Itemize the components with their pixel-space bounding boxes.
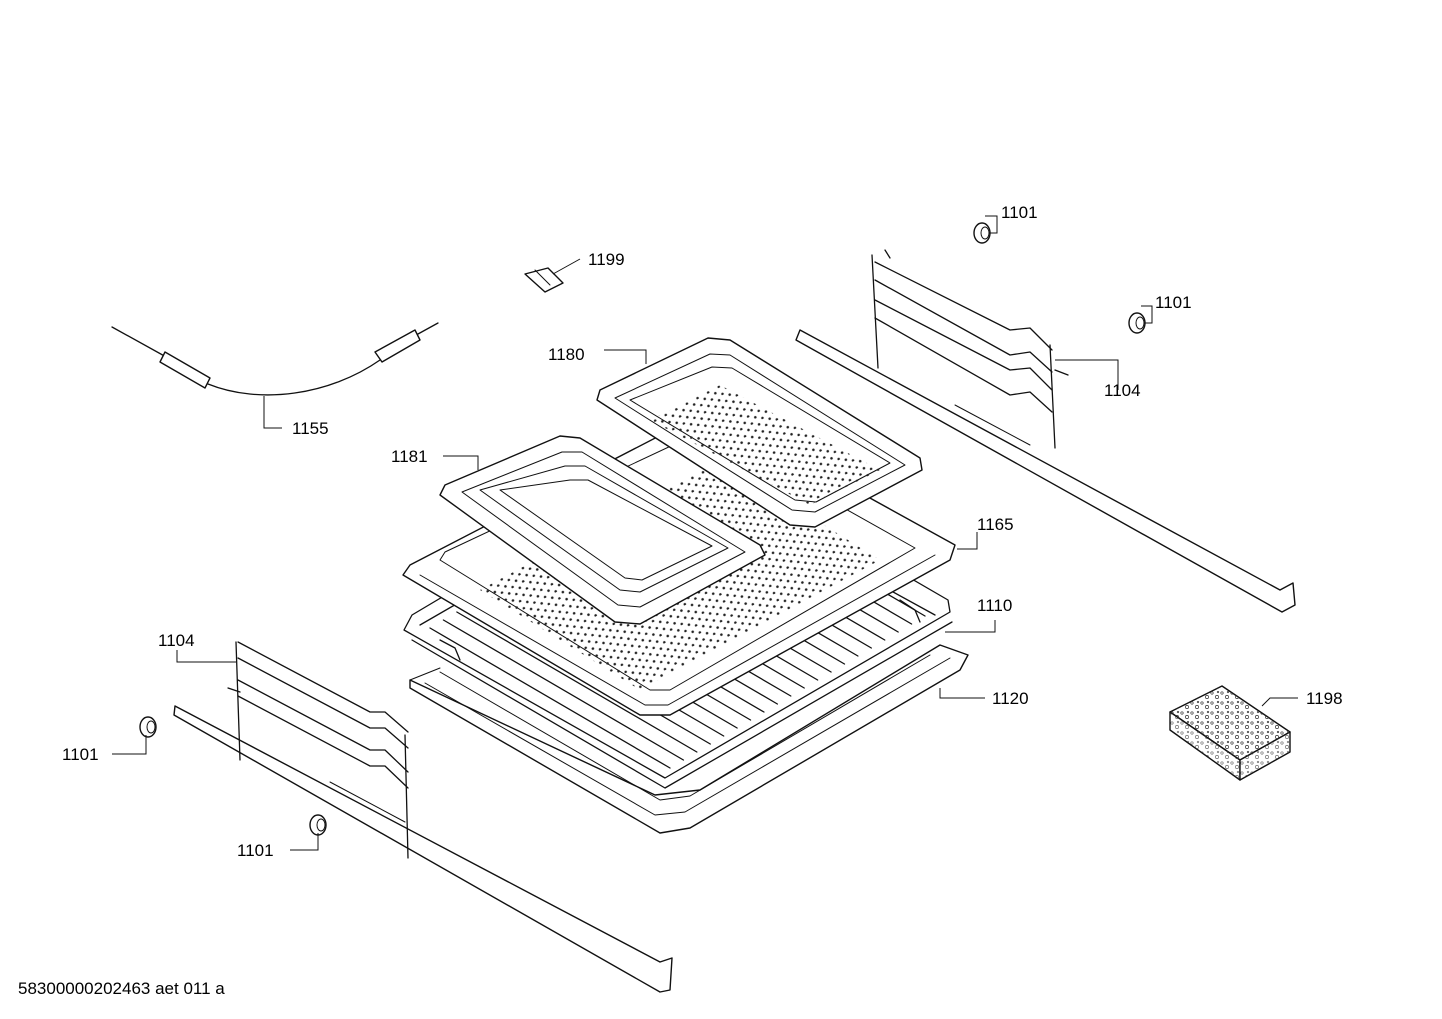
callout-1101-bottom: 1101 [237,841,274,860]
baking-tray-1120 [409,644,969,834]
perforated-container-1180 [596,337,923,528]
callout-1120: 1120 [992,689,1029,708]
meat-probe-1155 [111,322,439,396]
screw-1101-left [139,716,157,738]
callout-1198: 1198 [1306,689,1343,708]
document-code: 58300000202463 aet 011 a [18,979,225,998]
callout-labels: 1101 1101 1199 1180 1104 1155 1181 1165 … [62,203,1343,860]
shelf-support-1104-left [173,641,673,993]
callout-1199: 1199 [588,250,625,269]
callout-1101-right: 1101 [1155,293,1192,312]
callout-1180: 1180 [548,345,585,364]
callout-1104-right: 1104 [1104,381,1141,400]
callout-1101-left: 1101 [62,745,99,764]
screw-1101-top [973,222,991,244]
callout-1155: 1155 [292,419,329,438]
screw-1101-bottom [309,814,327,836]
leader-lines [112,215,1298,851]
rack-bar [429,627,671,769]
callout-1104-left: 1104 [158,631,195,650]
shelf-support-1104-right [795,249,1296,613]
solid-container-1181 [439,435,766,625]
cleaning-sponge-1198 [1169,685,1291,781]
screw-1101-right [1128,312,1146,334]
rack-bar [442,619,685,761]
callout-1181: 1181 [391,447,428,466]
rack-bar [456,611,698,753]
callout-1110: 1110 [977,596,1012,615]
callout-1165: 1165 [977,515,1014,534]
callout-1101-top: 1101 [1001,203,1038,222]
